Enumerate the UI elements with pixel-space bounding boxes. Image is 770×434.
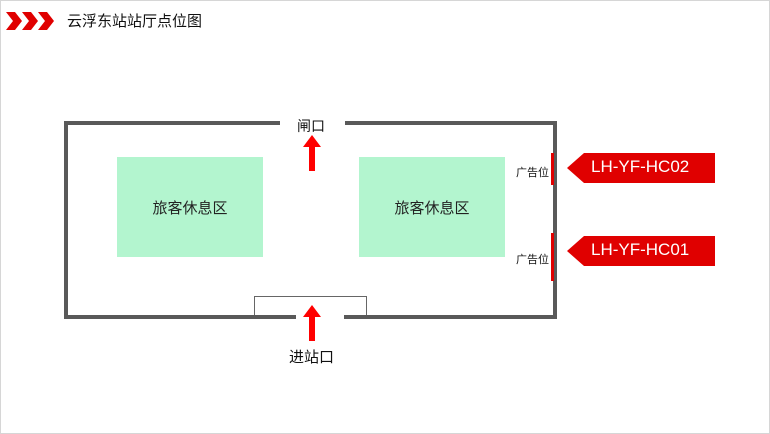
wall-bottom-right [344, 315, 557, 319]
passenger-lounge-left: 旅客休息区 [117, 157, 263, 257]
ad-code-tag: LH-YF-HC02 [567, 153, 715, 183]
arrow-up-icon [303, 135, 321, 171]
wall-bottom-left [64, 315, 296, 319]
ad-position-label: 广告位 [516, 253, 549, 266]
ad-code: LH-YF-HC01 [591, 240, 690, 259]
wall-top-right [345, 121, 557, 125]
ad-position-marker [551, 233, 554, 281]
ad-position-marker [551, 153, 554, 185]
ad-position-label: 广告位 [516, 166, 549, 179]
ad-code-tag: LH-YF-HC01 [567, 236, 715, 266]
gate-label: 闸口 [297, 119, 325, 135]
wall-top-left [64, 121, 280, 125]
passenger-lounge-right: 旅客休息区 [359, 157, 505, 257]
wall-right [553, 121, 557, 319]
ad-code: LH-YF-HC02 [591, 157, 690, 176]
page-title: 云浮东站站厅点位图 [67, 12, 203, 30]
chevron-right-icon [6, 12, 54, 30]
wall-left [64, 121, 68, 319]
arrow-up-icon [303, 305, 321, 341]
entrance-alcove [254, 296, 367, 315]
entrance-label: 进站口 [289, 348, 335, 366]
